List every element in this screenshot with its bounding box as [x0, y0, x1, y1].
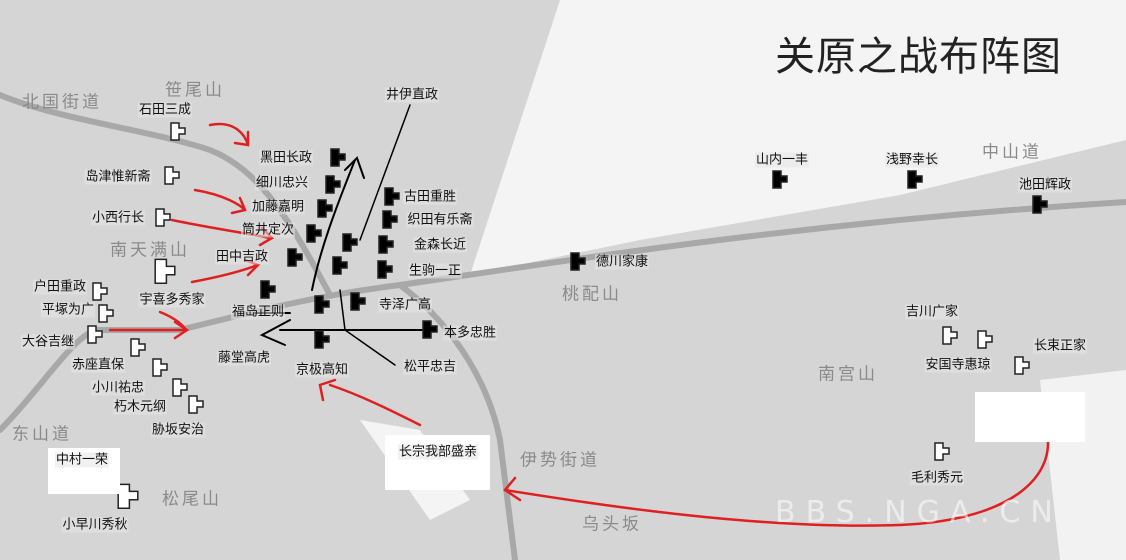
eastern-unit-icon [570, 252, 586, 271]
place-name: 中山道 [982, 142, 1042, 163]
eastern-unit-label: 田中吉政 [214, 249, 270, 265]
western-unit-label: 小早川秀秋 [61, 517, 129, 533]
eastern-unit-label: 古田重胜 [402, 189, 458, 205]
place-name: 南宫山 [818, 364, 878, 385]
western-unit-icon [152, 358, 168, 377]
eastern-unit-icon [330, 148, 346, 167]
western-unit-icon [154, 258, 176, 284]
eastern-unit-label: 浅野幸长 [884, 152, 940, 168]
eastern-unit-icon [907, 170, 923, 189]
eastern-unit-label: 寺泽广高 [377, 297, 433, 313]
western-unit-icon [1014, 356, 1030, 375]
watermark-patch [975, 392, 1085, 442]
eastern-unit-label: 细川忠兴 [254, 175, 310, 191]
western-unit-icon [155, 208, 171, 227]
western-unit-label: 胁坂安治 [150, 422, 206, 438]
eastern-unit-icon [332, 256, 348, 275]
western-unit-label: 朽木元纲 [112, 399, 168, 415]
eastern-unit-icon [384, 187, 400, 206]
western-unit-icon [172, 378, 188, 397]
place-name: 伊势街道 [520, 450, 600, 471]
place-name: 桃配山 [562, 284, 622, 305]
light-terrain-north [470, 0, 1126, 275]
place-name: 北国街道 [22, 92, 102, 113]
western-unit-label: 长束正家 [1032, 338, 1088, 354]
western-unit-label: 岛津惟新斋 [84, 169, 152, 185]
watermark: BBS.NGA.CN [775, 495, 1063, 530]
eastern-unit-icon [314, 295, 330, 314]
western-unit-label: 户田重政 [32, 279, 88, 295]
western-unit-label: 中村一荣 [54, 452, 110, 468]
eastern-unit-icon [1032, 195, 1048, 214]
eastern-unit-icon [382, 210, 398, 229]
eastern-unit-label: 织田有乐斋 [406, 212, 474, 228]
eastern-unit-label: 德川家康 [594, 254, 650, 270]
western-unit-label: 赤座直保 [70, 357, 126, 373]
eastern-unit-label: 筒井定次 [240, 222, 296, 238]
western-unit-icon [934, 442, 950, 461]
eastern-unit-label: 京极高知 [294, 362, 350, 378]
eastern-unit-label: 井伊直政 [384, 87, 440, 103]
western-unit-icon [130, 338, 146, 357]
western-unit-icon [977, 330, 993, 349]
eastern-unit-icon [287, 248, 303, 267]
western-unit-label: 石田三成 [137, 102, 193, 118]
unit-icons [74, 122, 1048, 509]
map-title: 关原之战布阵图 [775, 34, 1062, 80]
western-unit-icon [164, 166, 180, 185]
eastern-unit-label: 金森长近 [412, 237, 468, 253]
eastern-unit-label: 藤堂高虎 [216, 350, 272, 366]
western-unit-icon [117, 483, 139, 509]
chosokabe-box [385, 435, 490, 490]
place-name: 乌头坂 [582, 514, 642, 535]
eastern-unit-label: 加藤嘉明 [250, 199, 306, 215]
western-unit-label: 宇喜多秀家 [138, 292, 206, 308]
place-name: 笹尾山 [165, 80, 225, 101]
eastern-unit-icon [350, 292, 366, 311]
eastern-unit-label: 松平忠吉 [402, 359, 458, 375]
eastern-unit-label: 山内一丰 [754, 152, 810, 168]
western-unit-label: 小西行长 [90, 210, 146, 226]
western-unit-label: 安国寺惠琼 [924, 357, 992, 373]
eastern-unit-label: 本多忠胜 [442, 325, 498, 341]
eastern-unit-icon [260, 280, 276, 299]
western-unit-label: 大谷吉继 [20, 334, 76, 350]
western-unit-label: 毛利秀元 [909, 470, 965, 486]
eastern-unit-icon [317, 199, 333, 218]
eastern-unit-label: 池田辉政 [1017, 177, 1073, 193]
eastern-unit-icon [422, 320, 438, 339]
western-unit-icon [98, 304, 114, 323]
western-unit-icon [188, 395, 204, 414]
western-unit-icon [92, 282, 108, 301]
western-unit-label: 吉川广家 [904, 304, 960, 320]
eastern-unit-icon [342, 233, 358, 252]
western-unit-icon [942, 326, 958, 345]
western-unit-icon [170, 122, 186, 141]
place-name: 南天满山 [110, 240, 190, 261]
place-name: 东山道 [12, 424, 72, 445]
eastern-unit-icon [306, 224, 322, 243]
western-unit-icon [87, 325, 103, 344]
eastern-unit-label: 福岛正则 [230, 304, 286, 320]
western-unit-label: 长宗我部盛亲 [397, 444, 479, 460]
western-unit-label: 小川祐忠 [90, 380, 146, 396]
eastern-unit-label: 黑田长政 [258, 150, 314, 166]
eastern-unit-icon [377, 260, 393, 279]
eastern-unit-icon [772, 170, 788, 189]
western-unit-label: 平塚为广 [40, 302, 96, 318]
eastern-unit-icon [378, 235, 394, 254]
place-name: 松尾山 [162, 489, 222, 510]
eastern-unit-icon [325, 175, 341, 194]
move-arrows [254, 104, 431, 366]
eastern-unit-label: 生驹一正 [407, 263, 463, 279]
road-ise [397, 282, 518, 560]
eastern-unit-icon [314, 330, 330, 349]
